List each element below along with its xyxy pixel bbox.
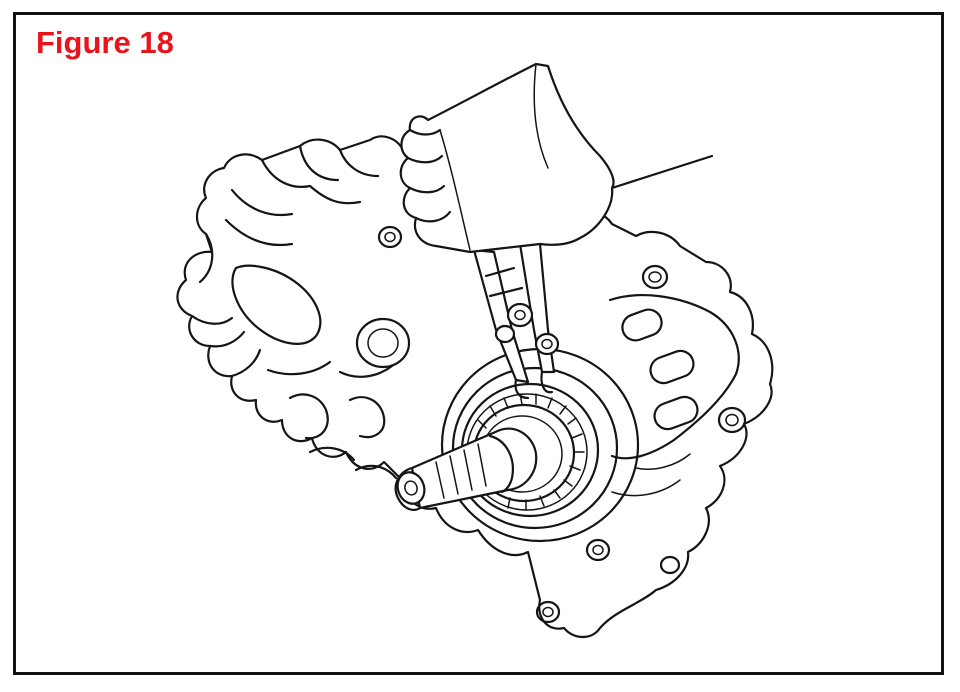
bolt-boss-bottom-right [659, 555, 681, 575]
slot-3 [653, 395, 699, 431]
upper-ribs [224, 144, 380, 246]
shaft-splines [435, 443, 487, 499]
hand [399, 62, 714, 254]
bolt-boss-bottom [535, 600, 561, 624]
tool-pivot-upper [506, 302, 534, 328]
output-shaft [410, 427, 538, 510]
mid-ribs [266, 360, 398, 480]
bore-flange-inner [451, 366, 619, 530]
left-port [231, 264, 322, 345]
bolt-boss-upper-right [641, 264, 669, 290]
bolt-boss-upper-left [377, 225, 403, 249]
tool-pivot-right [534, 332, 560, 356]
slot-1 [621, 308, 663, 342]
figure-title: Figure 18 [36, 25, 174, 60]
seal-detail [477, 393, 585, 511]
hand-fingers [406, 128, 452, 223]
left-flange [190, 232, 262, 378]
slot-2 [649, 349, 695, 385]
right-panel [608, 294, 740, 460]
shaft-end [396, 471, 426, 505]
bolt-boss-right [717, 406, 747, 434]
tool-pivot-left [494, 324, 516, 344]
center-left-port [355, 317, 411, 369]
bolt-boss-lower [585, 538, 611, 562]
